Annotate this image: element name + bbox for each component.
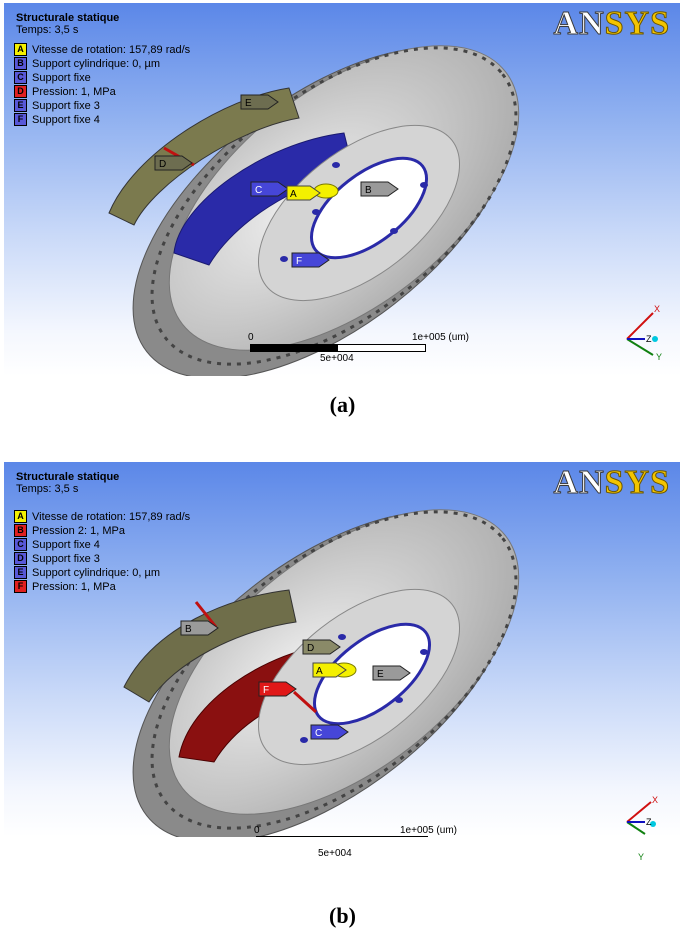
pressure-arrow-f [292, 690, 318, 714]
vent-slots [150, 46, 518, 366]
analysis-time: Temps: 3,5 s [16, 24, 79, 36]
disc-bore [312, 622, 432, 726]
ansys-logo: ANSYS [553, 5, 670, 43]
scale-max: 1e+005 (um) [412, 332, 469, 343]
scale-mid: 5e+004 [320, 353, 354, 364]
scale-bar [256, 836, 428, 837]
brake-pad-outer [123, 589, 297, 703]
svg-text:C: C [255, 185, 262, 196]
svg-text:D: D [159, 159, 166, 170]
svg-text:Z: Z [646, 334, 652, 344]
ansys-logo: ANSYS [553, 464, 670, 502]
disc-bore [309, 156, 429, 260]
tag-c[interactable]: C [250, 181, 290, 197]
brake-disc-model-a [108, 45, 520, 376]
svg-text:B: B [185, 624, 192, 635]
svg-text:E: E [377, 669, 384, 680]
tag-d[interactable]: D [302, 639, 342, 655]
svg-text:F: F [296, 256, 302, 267]
axis-triad[interactable]: X Z [609, 794, 669, 836]
tag-a[interactable]: A [312, 662, 348, 678]
svg-text:X: X [654, 304, 660, 314]
scale-zero: 0 [254, 825, 260, 836]
tag-b[interactable]: B [180, 620, 220, 636]
svg-text:X: X [652, 795, 658, 805]
svg-text:Y: Y [656, 352, 662, 362]
analysis-title: Structurale statique [16, 471, 120, 483]
analysis-time: Temps: 3,5 s [16, 483, 79, 495]
tag-f[interactable]: F [291, 252, 331, 268]
scale-max: 1e+005 (um) [400, 825, 457, 836]
svg-text:A: A [290, 189, 297, 200]
svg-text:Z: Z [646, 817, 652, 827]
svg-text:E: E [245, 98, 252, 109]
caption-a: (a) [329, 392, 356, 417]
caption-b: (b) [329, 903, 356, 928]
svg-text:A: A [316, 666, 323, 677]
tag-c[interactable]: C [310, 724, 350, 740]
support-region-c [173, 132, 355, 266]
vent-slots [150, 510, 518, 830]
viewport-a[interactable]: Structurale statique Temps: 3,5 s ANSYS … [4, 3, 680, 376]
scale-mid-b: 5e+004 [318, 848, 352, 859]
viewport-b[interactable]: Structurale statique Temps: 3,5 s ANSYS … [4, 462, 680, 837]
tag-d[interactable]: D [154, 155, 194, 171]
scale-zero: 0 [248, 332, 254, 343]
svg-text:F: F [263, 685, 269, 696]
svg-text:C: C [315, 728, 322, 739]
triad-y-label-b: Y [638, 852, 645, 862]
analysis-title: Structurale statique [16, 12, 120, 24]
scale-bar [250, 344, 426, 352]
bolt-holes [300, 634, 428, 743]
tag-e[interactable]: E [240, 94, 280, 110]
tag-e[interactable]: E [372, 665, 412, 681]
axis-triad[interactable]: X Y Z [609, 301, 669, 363]
brake-pad-outer [108, 87, 300, 226]
svg-text:B: B [365, 185, 372, 196]
svg-text:D: D [307, 643, 314, 654]
pressure-arrow-b [194, 601, 218, 628]
tag-b[interactable]: B [360, 181, 400, 197]
tag-f[interactable]: F [258, 681, 298, 697]
tag-a[interactable]: A [286, 185, 322, 201]
bolt-holes [280, 162, 428, 262]
